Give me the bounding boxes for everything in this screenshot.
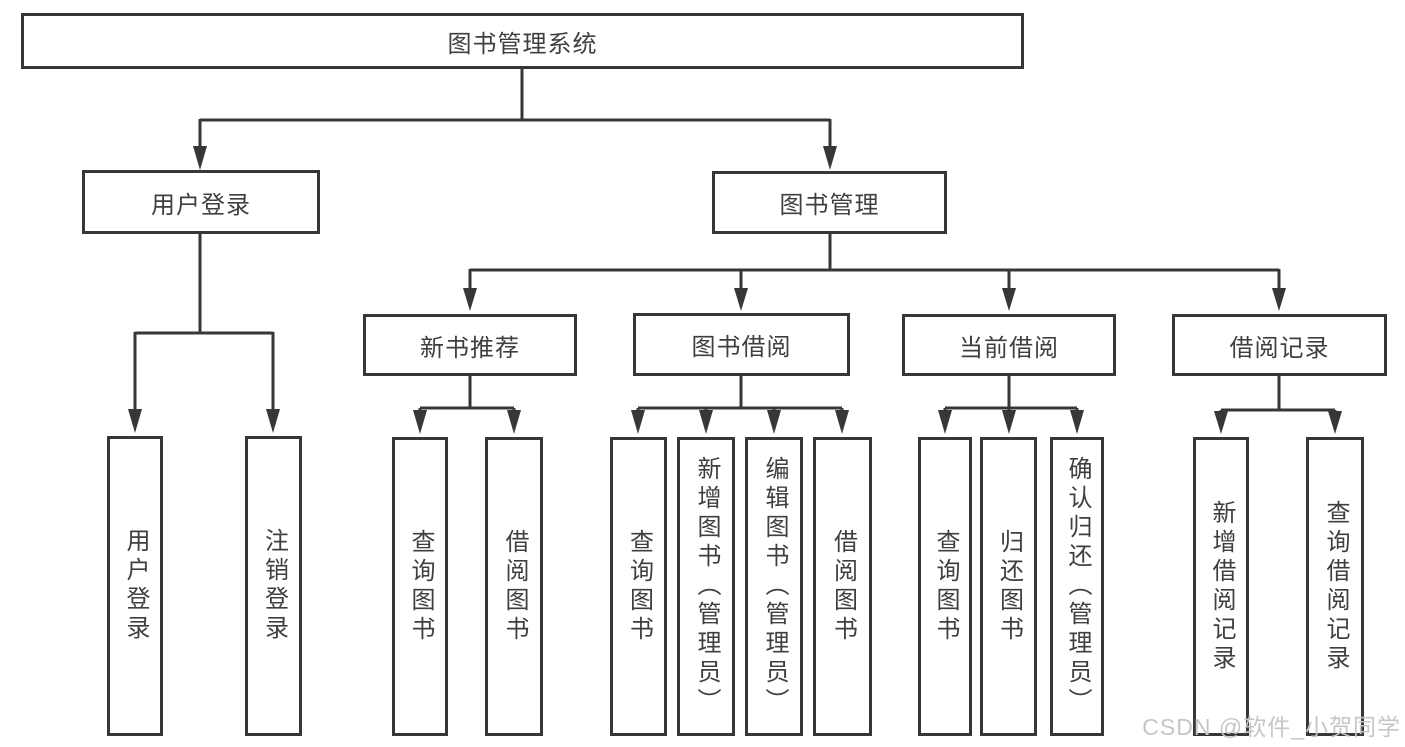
node-label: 用户登录 — [151, 191, 251, 219]
node-label: 查询图书 — [407, 528, 434, 645]
node-label: 图书借阅 — [691, 334, 792, 361]
node-label: 新增图书（管理员） — [693, 456, 720, 717]
csdn-watermark: CSDN @软件_小贺同学 — [1142, 714, 1401, 740]
leaf-query-books: 查询图书 — [610, 437, 667, 736]
node-label: 查询图书 — [625, 528, 653, 645]
leaf-logout: 注销登录 — [245, 436, 302, 736]
node-borrowing-records: 借阅记录 — [1172, 314, 1387, 376]
leaf-user-login: 用户登录 — [107, 436, 163, 736]
node-current-borrowing: 当前借阅 — [902, 314, 1116, 376]
leaf-add-borrow-record: 新增借阅记录 — [1193, 437, 1249, 736]
node-book-borrowing: 图书借阅 — [633, 313, 850, 376]
node-label: 确认归还（管理员） — [1064, 456, 1091, 717]
leaf-add-books-admin: 新增图书（管理员） — [677, 437, 735, 736]
leaf-borrow-books: 借阅图书 — [485, 437, 543, 736]
node-label: 新增借阅记录 — [1208, 499, 1235, 674]
leaf-query-books: 查询图书 — [392, 437, 448, 736]
node-label: 归还图书 — [995, 528, 1023, 645]
leaf-query-books: 查询图书 — [918, 437, 972, 736]
node-label: 借阅图书 — [501, 528, 528, 645]
node-label: 当前借阅 — [959, 334, 1059, 362]
node-library-management-system: 图书管理系统 — [21, 13, 1024, 69]
leaf-borrow-books: 借阅图书 — [813, 437, 872, 736]
node-label: 图书管理系统 — [447, 30, 598, 58]
node-label: 用户登录 — [122, 528, 149, 644]
leaf-edit-books-admin: 编辑图书（管理员） — [745, 437, 803, 736]
leaf-query-borrow-record: 查询借阅记录 — [1306, 437, 1364, 736]
node-new-book-recommendation: 新书推荐 — [363, 314, 577, 376]
node-label: 借阅图书 — [829, 528, 857, 645]
node-label: 新书推荐 — [420, 334, 520, 362]
node-label: 借阅记录 — [1229, 334, 1330, 362]
node-label: 编辑图书（管理员） — [761, 456, 788, 717]
node-user-login: 用户登录 — [82, 170, 320, 234]
node-label: 查询图书 — [932, 528, 959, 645]
node-label: 图书管理 — [779, 192, 880, 219]
node-label: 注销登录 — [260, 528, 288, 644]
leaf-return-books: 归还图书 — [980, 437, 1037, 736]
leaf-confirm-return-admin: 确认归还（管理员） — [1050, 437, 1104, 736]
node-book-management: 图书管理 — [712, 171, 947, 234]
node-label: 查询借阅记录 — [1322, 499, 1349, 674]
